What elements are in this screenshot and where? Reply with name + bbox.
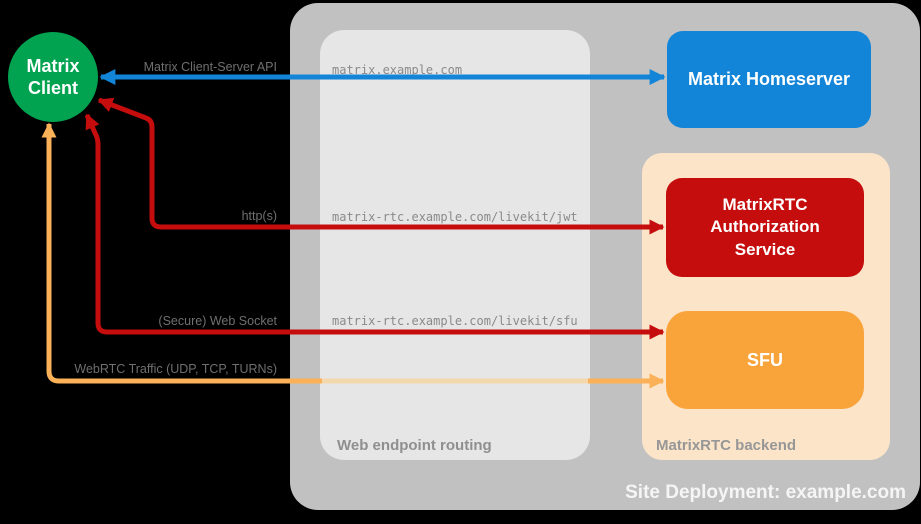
matrix-client-node: Matrix Client	[8, 32, 98, 122]
webrtc-arrow-label: WebRTC Traffic (UDP, TCP, TURNs)	[74, 362, 277, 376]
sfu-label: SFU	[747, 349, 783, 370]
matrixrtc-authorization-service-label: MatrixRTC Authorization Service	[710, 195, 820, 259]
matrix-homeserver-label: Matrix Homeserver	[687, 69, 851, 89]
site-deployment-label: Site Deployment: example.com	[625, 482, 906, 503]
web-endpoint-routing-container	[320, 30, 590, 460]
matrix-client-label: Matrix Client	[26, 55, 80, 99]
client-server-api-arrow-label: Matrix Client-Server API	[143, 60, 277, 74]
endpoint-matrix-url: matrix.example.com	[332, 63, 463, 77]
endpoint-livekit-jwt-url: matrix-rtc.example.com/livekit/jwt	[332, 210, 578, 224]
matrix-homeserver-node: Matrix Homeserver	[667, 31, 871, 128]
sfu-node: SFU	[666, 311, 864, 409]
webrtc-arrow-left-segment	[41, 122, 322, 384]
endpoint-livekit-sfu-url: matrix-rtc.example.com/livekit/sfu	[332, 314, 578, 328]
https-arrow-label: http(s)	[241, 209, 277, 223]
matrixrtc-authorization-service-node: MatrixRTC Authorization Service	[666, 178, 864, 277]
websocket-arrow-label: (Secure) Web Socket	[158, 314, 277, 328]
matrixrtc-backend-label: MatrixRTC backend	[656, 437, 797, 454]
web-endpoint-routing-label: Web endpoint routing	[337, 437, 492, 454]
